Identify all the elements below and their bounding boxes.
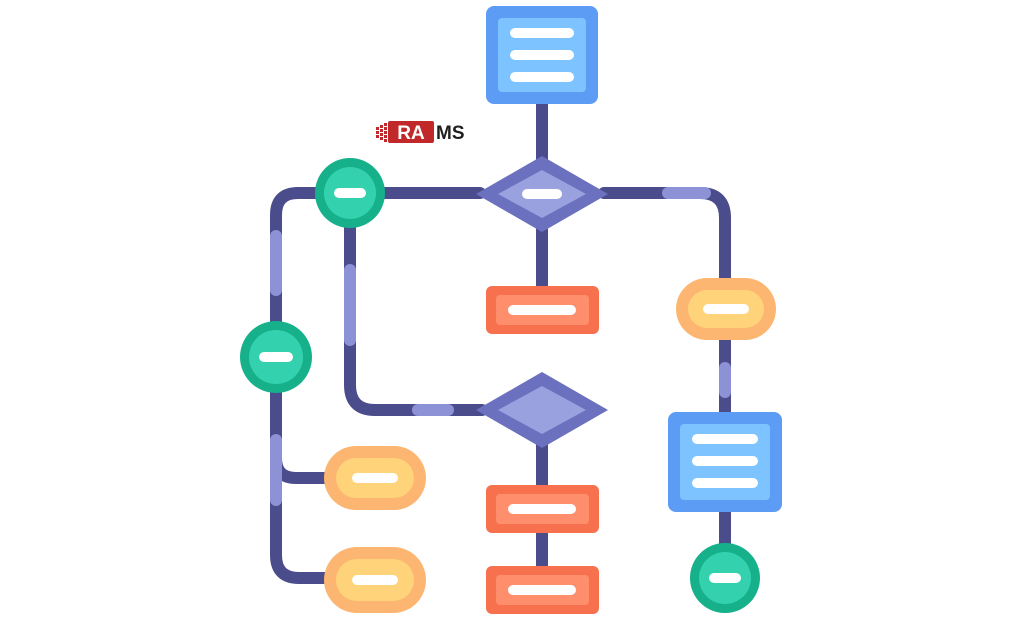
terminal-circle-top-left xyxy=(315,158,385,228)
decision-diamond-top xyxy=(476,156,608,232)
pill-left-upper xyxy=(324,446,426,510)
connector-highlights xyxy=(270,187,731,506)
data-box-lower-2 xyxy=(486,566,599,614)
terminal-circle-bottom-right xyxy=(690,543,760,613)
connector-mid-circle-to-upper-pill xyxy=(270,452,336,484)
connector-left-circle-to-outer-loop xyxy=(270,187,324,331)
decision-diamond-lower xyxy=(476,372,608,448)
connector-decision-right-branch xyxy=(598,187,731,291)
logo-text-ms: MS xyxy=(436,123,465,144)
logo-text-ra: RA xyxy=(397,123,425,144)
logo-red-badge xyxy=(388,121,434,143)
connector-mid-circle-down xyxy=(270,384,336,584)
data-box-upper-middle xyxy=(486,286,599,334)
pill-left-lower xyxy=(324,547,426,613)
logo-pixel-mark-icon xyxy=(376,123,387,142)
process-box-right xyxy=(668,412,782,512)
process-box-top xyxy=(486,6,598,104)
rams-logo: RA MS xyxy=(376,121,465,144)
data-box-lower-1 xyxy=(486,485,599,533)
pill-right xyxy=(676,278,776,340)
terminal-circle-middle-left xyxy=(240,321,312,393)
connector-left-circle-to-lower-decision xyxy=(344,219,488,416)
